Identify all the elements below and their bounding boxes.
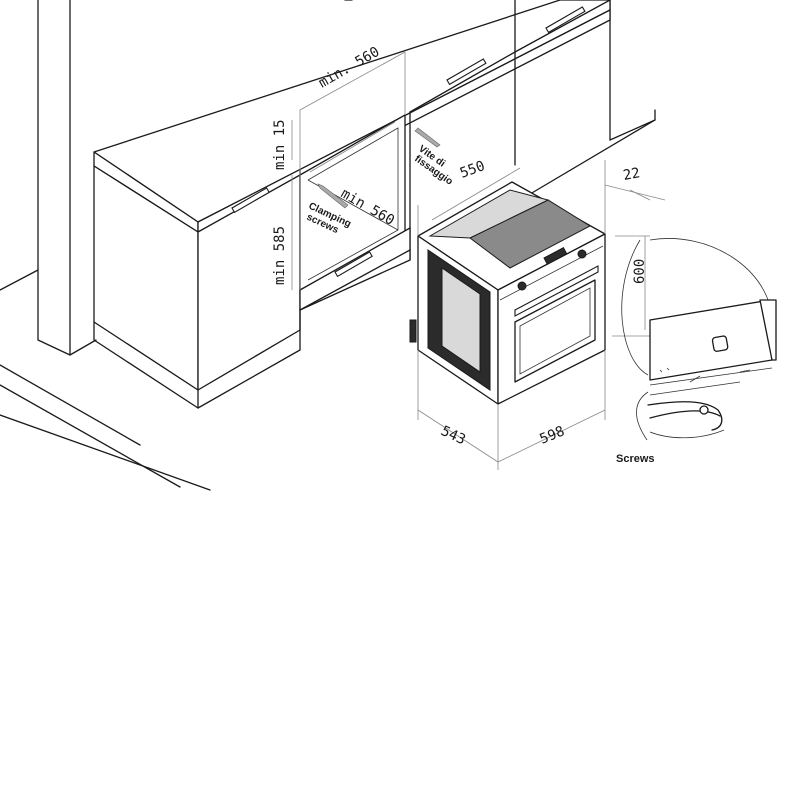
dim-cutout-top-gap: min 15: [272, 119, 288, 170]
knob-icon: [517, 281, 527, 291]
dim-oven-depth: 550: [458, 158, 487, 182]
label-screws: Screws: [616, 453, 655, 465]
cabinet-handle: [446, 58, 487, 86]
drawer-handle: [231, 187, 270, 214]
screw-icon: [699, 405, 709, 415]
cutout-dimension-lines: [291, 51, 406, 290]
dim-oven-width: 598: [538, 423, 567, 447]
display-icon: [543, 246, 568, 265]
oven-door-handle: [514, 265, 599, 317]
base-cabinet: [93, 165, 301, 409]
knob-icon: [577, 249, 587, 259]
tall-cabinets: [299, 0, 611, 291]
fixing-arrow-icon: [414, 127, 441, 148]
dim-cutout-height: min 585: [272, 226, 288, 285]
oven: [409, 181, 606, 405]
dim-oven-height: 600: [632, 259, 648, 284]
dim-oven-side-depth: 543: [438, 423, 468, 448]
screw-detail-inset: [621, 238, 777, 441]
dim-front-thickness: 22: [622, 165, 641, 184]
cabinet-handle: [545, 6, 586, 34]
drawer-handle: [334, 251, 373, 278]
screw-head-icon: [711, 335, 729, 352]
room-outline: [0, 0, 656, 491]
oven-dimension-lines: [417, 160, 666, 470]
clamping-arrow-icon: [317, 183, 349, 209]
bracket-icon: [409, 319, 417, 343]
